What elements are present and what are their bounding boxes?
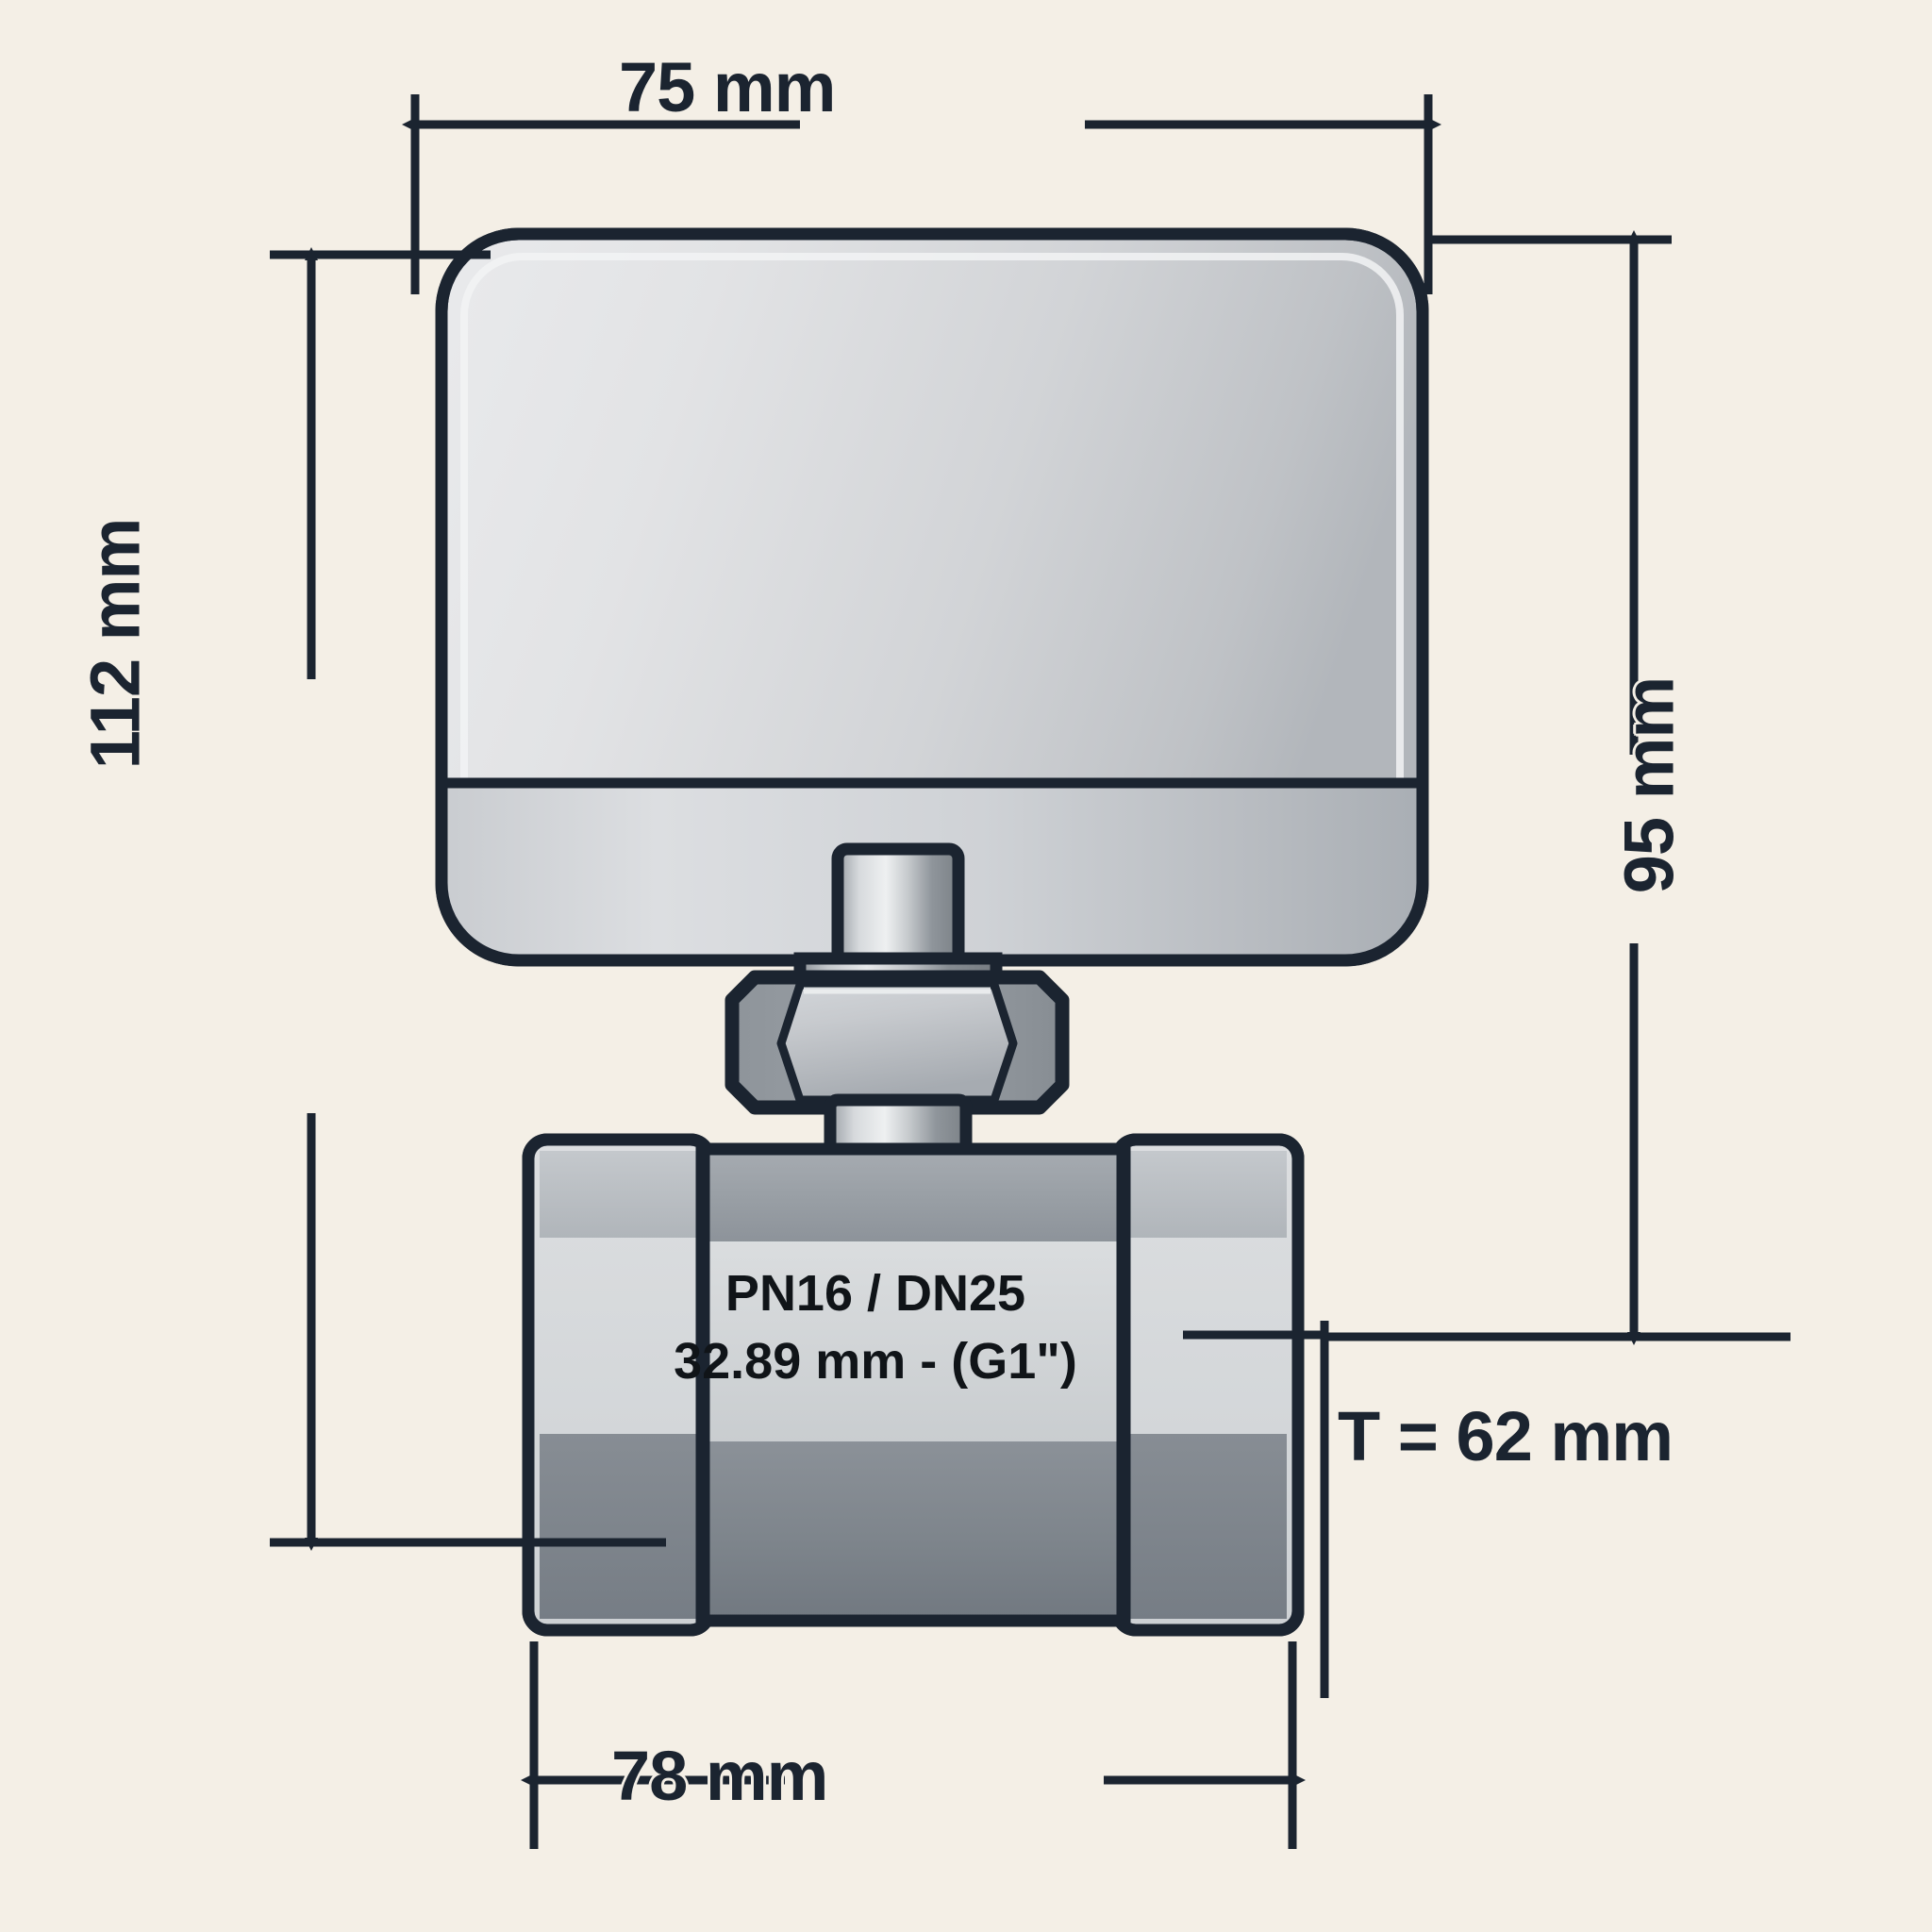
hex-union-nut xyxy=(724,970,1070,1115)
dimension-label-width-bottom: 78 mm xyxy=(611,1737,828,1815)
end-cap-left-upper xyxy=(540,1151,698,1238)
dimension-label-height-right: 95 mm xyxy=(1609,676,1689,894)
end-cap-right-upper xyxy=(1128,1151,1287,1238)
valve-assembly-graphic xyxy=(435,227,1429,1637)
valve-barrel-upper-shade xyxy=(708,1155,1119,1241)
dimension-label-height-total: 112 mm xyxy=(75,518,155,770)
valve-barrel-lower-shade xyxy=(708,1441,1119,1615)
dimension-label-width-top: 75 mm xyxy=(619,48,836,126)
dimension-label-thickness: T = 62 mm xyxy=(1338,1397,1674,1475)
hex-nut-face xyxy=(776,980,1018,1105)
valve-body xyxy=(522,1133,1305,1637)
end-cap-left-lower xyxy=(540,1434,698,1619)
dimension-annotations xyxy=(270,94,1790,1849)
spec-label-thread: 32.89 mm - (G1") xyxy=(674,1333,1077,1390)
end-cap-right-lower xyxy=(1128,1434,1287,1619)
spec-label-rating: PN16 / DN25 xyxy=(724,1265,1026,1322)
